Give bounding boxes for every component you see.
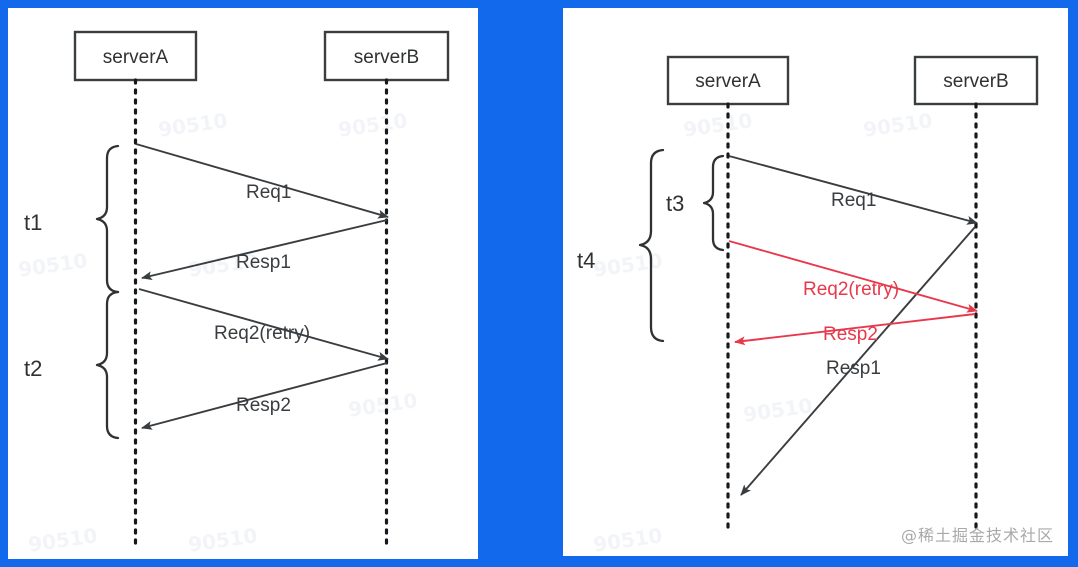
brace-shape (638, 148, 665, 343)
participant-box (913, 55, 1039, 106)
message-label: Resp1 (236, 252, 291, 273)
time-bracket-t2: t2 (24, 290, 120, 440)
message-resp2: Resp2 (734, 313, 976, 346)
time-bracket-label: t2 (24, 356, 42, 381)
time-bracket-label: t1 (24, 210, 42, 235)
participant-label: serverA (695, 71, 761, 92)
message-arrow (728, 155, 978, 225)
time-bracket-label: t4 (577, 248, 595, 273)
time-bracket-label: t3 (666, 191, 684, 216)
participant-serverB: serverB (323, 30, 450, 82)
brace-shape (95, 144, 120, 294)
left-sequence-diagram-panel: 90510 90510 90510 90510 90510 90510 9051… (8, 8, 478, 559)
time-bracket-t4: t4 (577, 148, 665, 343)
message-resp1: Resp1 (740, 226, 976, 496)
participant-label: serverB (354, 47, 419, 68)
message-arrow (135, 143, 389, 219)
brace-shape (702, 154, 725, 252)
message-arrow (734, 313, 976, 346)
message-arrow (138, 288, 389, 361)
message-req1: Req1 (728, 155, 978, 225)
brace-shape (95, 290, 120, 440)
message-label: Req1 (246, 182, 291, 203)
message-req2-retry: Req2(retry) (138, 288, 389, 361)
message-arrow (728, 240, 978, 313)
time-bracket-t1: t1 (24, 144, 120, 294)
message-req1: Req1 (135, 143, 389, 219)
participant-label: serverB (943, 71, 1008, 92)
participant-box (73, 30, 198, 82)
message-label: Resp2 (236, 395, 291, 416)
participant-serverA: serverA (73, 30, 198, 82)
time-bracket-t3: t3 (666, 154, 725, 252)
message-label: Req2(retry) (214, 323, 310, 344)
message-req2-retry: Req2(retry) (728, 240, 978, 313)
message-label: Resp1 (826, 358, 881, 379)
message-resp1: Resp1 (141, 219, 388, 281)
message-label: Resp2 (823, 324, 878, 345)
participant-label: serverA (103, 47, 169, 68)
message-arrow (141, 362, 388, 430)
participant-serverB: serverB (913, 55, 1039, 106)
message-label: Req2(retry) (803, 279, 899, 300)
message-resp2: Resp2 (141, 362, 388, 430)
message-arrow (141, 219, 388, 281)
participant-serverA: serverA (666, 55, 790, 106)
message-arrow (740, 226, 976, 496)
message-label: Req1 (831, 190, 876, 211)
credit-watermark: @稀土掘金技术社区 (900, 526, 1054, 545)
right-sequence-diagram-panel: 90510 90510 90510 90510 90510 serverA se… (563, 8, 1068, 557)
